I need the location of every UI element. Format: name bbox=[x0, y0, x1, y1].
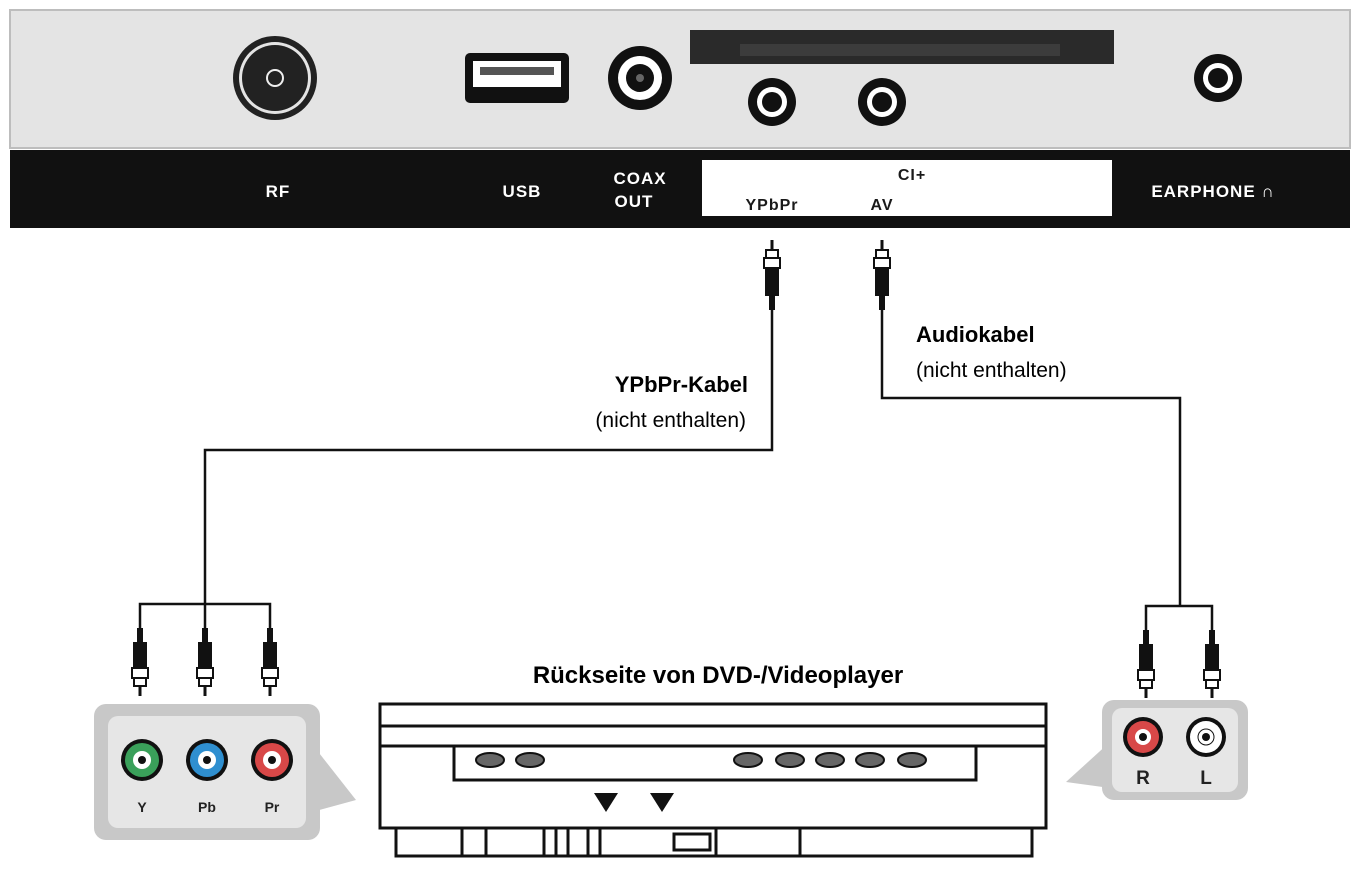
coax-label-line2: OUT bbox=[615, 192, 654, 211]
ypbpr-jack-icon[interactable] bbox=[748, 78, 796, 126]
earphone-jack-icon[interactable] bbox=[1194, 54, 1242, 102]
dvd-title: Rückseite von DVD-/Videoplayer bbox=[533, 662, 903, 689]
coax-out-jack-icon[interactable] bbox=[608, 46, 672, 110]
pb-jack-icon bbox=[186, 739, 228, 781]
pr-plug-icon bbox=[261, 627, 279, 697]
rf-label: RF bbox=[266, 182, 291, 201]
pr-jack-label: Pr bbox=[265, 799, 280, 815]
pb-jack-label: Pb bbox=[198, 799, 216, 815]
ypbpr-cable bbox=[138, 305, 774, 632]
ypbpr-plug-icon bbox=[763, 239, 781, 311]
audio-cable-note: (nicht enthalten) bbox=[916, 359, 1067, 382]
ypbpr-label: YPbPr bbox=[745, 197, 798, 214]
av-plug-icon bbox=[873, 239, 891, 311]
r-plug-icon bbox=[1137, 629, 1155, 699]
usb-port-icon[interactable] bbox=[465, 53, 569, 103]
av-label: AV bbox=[870, 197, 893, 214]
tv-panel: RF USB COAX OUT CI+ YPbPr AV EARPHONE ∩ bbox=[9, 9, 1351, 228]
l-jack-icon bbox=[1186, 717, 1226, 757]
ci-label-box bbox=[702, 160, 1112, 216]
av-jack-icon[interactable] bbox=[858, 78, 906, 126]
ci-label: CI+ bbox=[898, 167, 926, 184]
audio-cable bbox=[880, 300, 1214, 634]
label-strip bbox=[10, 150, 1350, 228]
l-plug-icon bbox=[1203, 629, 1221, 699]
r-jack-icon bbox=[1123, 717, 1163, 757]
audio-cable-title: Audiokabel bbox=[916, 322, 1035, 347]
dvd-player bbox=[378, 702, 1048, 858]
ypbpr-cable-title: YPbPr-Kabel bbox=[615, 372, 748, 397]
usb-label: USB bbox=[503, 182, 542, 201]
coax-label-line1: COAX bbox=[613, 169, 666, 188]
panel-housing bbox=[9, 9, 1351, 149]
y-plug-icon bbox=[131, 627, 149, 697]
y-jack-label: Y bbox=[137, 799, 147, 815]
r-jack-label: R bbox=[1136, 768, 1150, 789]
ci-slot-icon[interactable] bbox=[690, 30, 1114, 64]
earphone-label: EARPHONE ∩ bbox=[1151, 182, 1274, 201]
pr-jack-icon bbox=[251, 739, 293, 781]
ypbpr-cable-note: (nicht enthalten) bbox=[595, 409, 746, 432]
l-jack-label: L bbox=[1200, 768, 1212, 789]
y-jack-icon bbox=[121, 739, 163, 781]
rf-socket-icon[interactable] bbox=[233, 36, 317, 120]
pb-plug-icon bbox=[196, 627, 214, 697]
